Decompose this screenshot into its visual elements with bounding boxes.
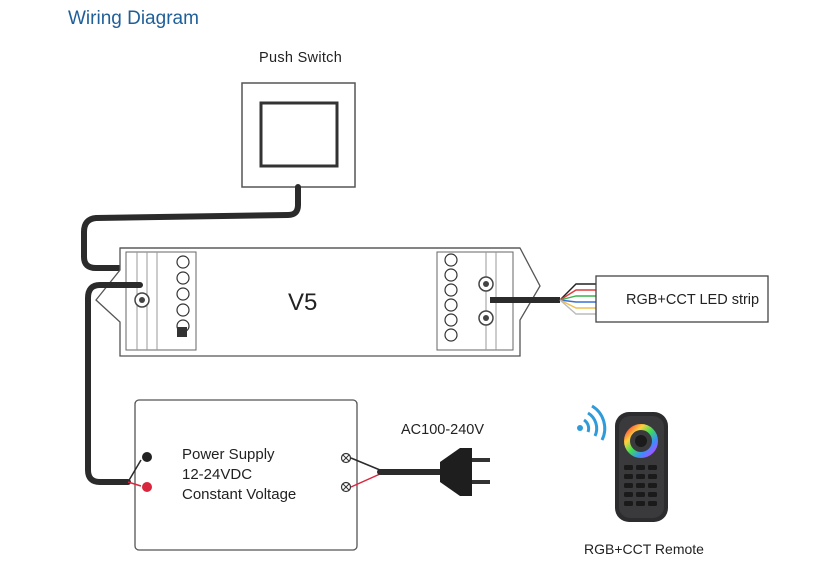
remote-button (624, 465, 633, 470)
remote-button (636, 465, 645, 470)
remote-button (624, 501, 633, 506)
output-cable (490, 283, 596, 315)
output-terminal (444, 268, 458, 282)
remote-button (648, 492, 657, 497)
strip-wire (559, 299, 596, 315)
push-switch-label: Push Switch (259, 50, 343, 66)
power-supply-label-line2: 12-24VDC (182, 466, 253, 483)
output-terminal (444, 298, 458, 312)
output-terminal (444, 253, 458, 267)
input-terminal (176, 303, 190, 317)
output-terminal (444, 313, 458, 327)
strip-wire (559, 283, 596, 301)
ac-cable (350, 457, 443, 488)
switch-cable (81, 184, 301, 271)
output-terminal (444, 328, 458, 342)
remote-button (636, 474, 645, 479)
input-terminal (176, 271, 190, 285)
remote-button (624, 474, 633, 479)
strip-wire (559, 299, 596, 303)
wireless-signal-icon (577, 404, 607, 441)
remote-button (648, 465, 657, 470)
strip-wire (559, 289, 596, 301)
remote-label: RGB+CCT Remote (584, 541, 704, 557)
led-strip-label: RGB+CCT LED strip (626, 292, 760, 308)
led-strip (595, 275, 769, 323)
power-supply-label-line1: Power Supply (182, 446, 275, 463)
remote-button (636, 492, 645, 497)
power-supply-label-line3: Constant Voltage (182, 486, 297, 503)
strip-wire (559, 299, 596, 309)
remote-button (624, 483, 633, 488)
strip-wire (559, 295, 596, 301)
remote-button (648, 501, 657, 506)
input-terminal (176, 255, 190, 269)
ac-input-label: AC100-240V (401, 422, 485, 438)
input-terminal (176, 287, 190, 301)
remote-button (636, 501, 645, 506)
diagram-title: Wiring Diagram (68, 8, 199, 29)
remote-button (624, 492, 633, 497)
controller-v5 (95, 247, 541, 357)
ac-plug (440, 448, 490, 496)
push-switch (241, 82, 356, 188)
output-terminal (444, 283, 458, 297)
remote-control (577, 404, 668, 522)
remote-button (636, 483, 645, 488)
dc-cable (85, 282, 143, 485)
remote-button (648, 474, 657, 479)
controller-model-label: V5 (288, 289, 318, 316)
remote-button (648, 483, 657, 488)
power-supply (127, 399, 358, 551)
